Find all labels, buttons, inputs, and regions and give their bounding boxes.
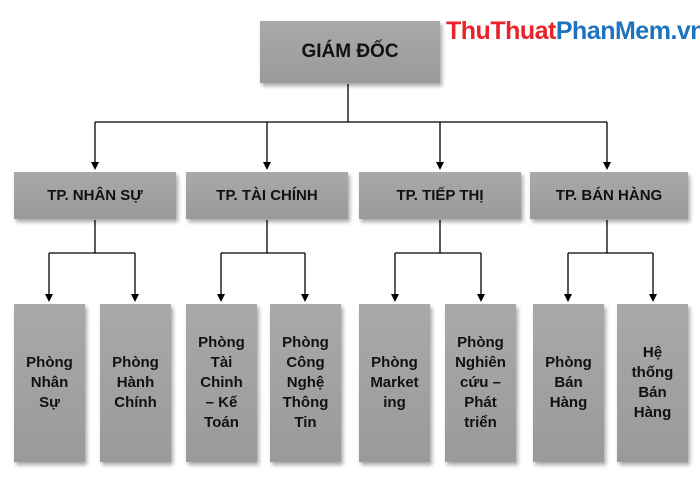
dept-node-sales: TP. BÁN HÀNG xyxy=(530,172,688,219)
arrowhead xyxy=(603,162,611,170)
leaf-node: Phòng Tài Chinh – Kế Toán xyxy=(186,304,257,462)
arrowhead xyxy=(301,294,309,302)
leaf-label: Phòng Market ing xyxy=(370,354,419,411)
leaf-label: Phòng Bán Hàng xyxy=(545,354,592,411)
leaf-node: Phòng Công Nghệ Thông Tin xyxy=(270,304,341,462)
leaf-label: Phòng Hành Chính xyxy=(112,354,159,411)
watermark-part1: ThuThuat xyxy=(446,17,556,45)
leaf-label: Hệ thống Bán Hàng xyxy=(631,344,674,421)
dept-node-marketing: TP. TIẾP THỊ xyxy=(359,172,521,219)
dept-label: TP. BÁN HÀNG xyxy=(555,187,663,204)
leaf-node: Phòng Hành Chính xyxy=(100,304,171,462)
dept-node-hr: TP. NHÂN SỰ xyxy=(14,172,176,219)
watermark-logo: ThuThuatPhanMem.vn xyxy=(446,17,700,46)
leaf-node: Phòng Nghiên cứu – Phát triển xyxy=(445,304,516,462)
arrowhead xyxy=(263,162,271,170)
dept-label: TP. TÀI CHÍNH xyxy=(216,187,318,204)
dept-label: TP. NHÂN SỰ xyxy=(47,187,143,204)
arrowhead xyxy=(564,294,572,302)
leaf-label: Phòng Nghiên cứu – Phát triển xyxy=(455,334,506,431)
arrowhead xyxy=(45,294,53,302)
dept-node-finance: TP. TÀI CHÍNH xyxy=(186,172,348,219)
arrowhead xyxy=(391,294,399,302)
watermark-part2: PhanMem.vn xyxy=(555,17,700,45)
leaf-node: Phòng Market ing xyxy=(359,304,430,462)
arrowhead xyxy=(131,294,139,302)
dept-label: TP. TIẾP THỊ xyxy=(396,187,484,204)
arrowhead xyxy=(649,294,657,302)
arrowhead xyxy=(91,162,99,170)
root-node: GIÁM ĐỐC xyxy=(260,21,440,83)
leaf-node: Hệ thống Bán Hàng xyxy=(617,304,688,462)
leaf-node: Phòng Nhân Sự xyxy=(14,304,85,462)
leaf-node: Phòng Bán Hàng xyxy=(533,304,604,462)
arrowhead xyxy=(217,294,225,302)
leaf-label: Phòng Tài Chinh – Kế Toán xyxy=(198,334,245,431)
arrowhead xyxy=(477,294,485,302)
arrowhead xyxy=(436,162,444,170)
root-label: GIÁM ĐỐC xyxy=(301,41,399,62)
leaf-label: Phòng Nhân Sự xyxy=(26,354,73,411)
leaf-label: Phòng Công Nghệ Thông Tin xyxy=(282,334,329,431)
